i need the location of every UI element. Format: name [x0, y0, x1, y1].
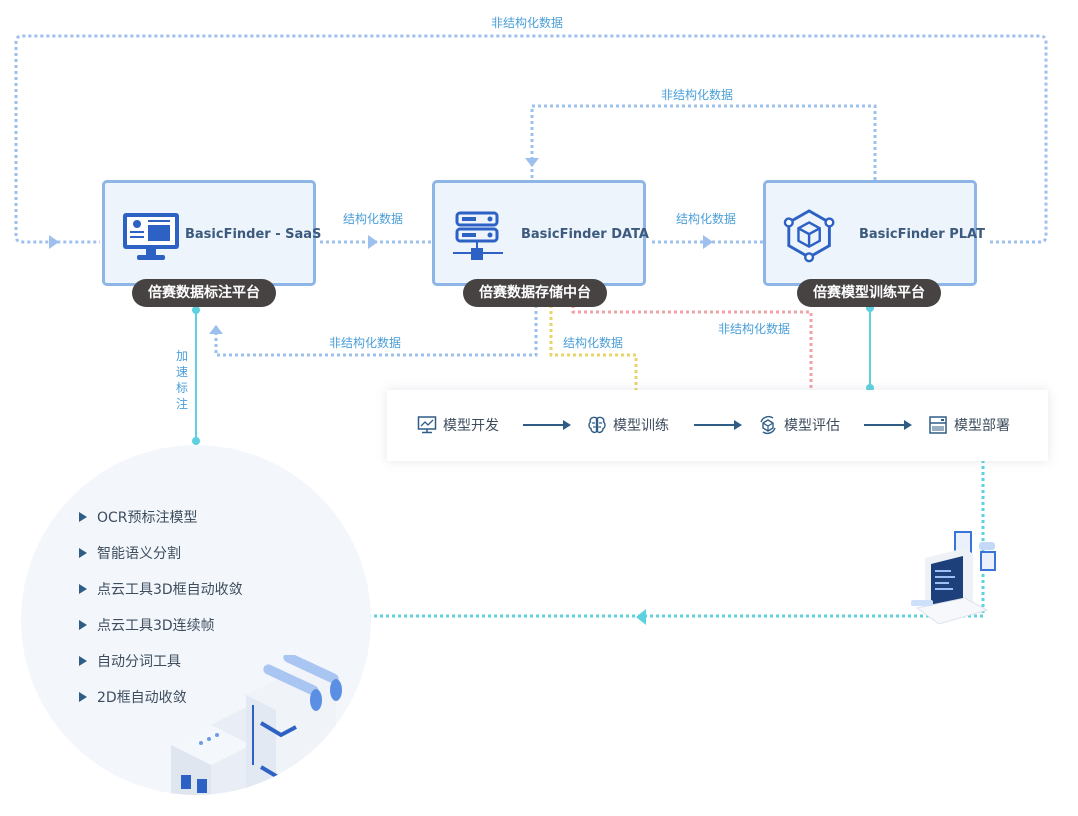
flow-label-data-to-evaluation: 非结构化数据 [718, 322, 791, 336]
inner-loop-arrowhead [525, 158, 539, 167]
pipeline-step-label: 模型开发 [443, 418, 499, 434]
bullet-triangle-icon [79, 584, 87, 594]
flow-label-top-inner: 非结构化数据 [661, 88, 734, 102]
platform-subtitle-data: 倍赛数据存储中台 [463, 279, 607, 307]
platform-name: BasicFinder PLAT [859, 227, 985, 242]
feature-label: 点云工具3D框自动收敛 [97, 582, 243, 598]
bullet-triangle-icon [79, 620, 87, 630]
saas-to-data-arrowhead [368, 235, 378, 249]
bullet-triangle-icon [79, 548, 87, 558]
bullet-triangle-icon [79, 656, 87, 666]
flow-label-data-to-saas: 非结构化数据 [329, 336, 402, 350]
pipeline-arrow [523, 420, 571, 430]
bullet-triangle-icon [79, 692, 87, 702]
feature-item: 2D框自动收敛 [79, 687, 187, 707]
model-pipeline: 模型开发 模型训练 模型评估 模型部署 [387, 390, 1048, 461]
cube-cycle-icon [760, 415, 776, 435]
data-to-saas-arrowhead [209, 325, 223, 334]
platform-subtitle-saas: 倍赛数据标注平台 [132, 279, 276, 307]
feature-item: 点云工具3D连续帧 [79, 615, 215, 635]
pipeline-step-deployment[interactable]: 模型部署 [928, 415, 1010, 435]
isometric-server-illustration [171, 655, 342, 795]
monitor-chart-icon [417, 416, 437, 434]
feature-label: 点云工具3D连续帧 [97, 618, 215, 634]
feature-label: 自动分词工具 [97, 654, 181, 670]
outer-unstructured-loop [14, 34, 1048, 244]
platform-box-data[interactable]: BasicFinder DATA [432, 180, 649, 286]
flow-label-top-outer: 非结构化数据 [491, 16, 564, 30]
platform-name: BasicFinder - SaaS [185, 227, 322, 242]
accelerate-dot-top [192, 306, 200, 314]
pipeline-step-label: 模型训练 [613, 418, 669, 434]
data-to-evaluation-line [571, 305, 813, 402]
deploy-return-line [370, 454, 985, 618]
data-to-training-line [549, 305, 638, 402]
data-to-plat-arrowhead [703, 235, 713, 249]
brain-icon [588, 416, 606, 434]
pipeline-step-training[interactable]: 模型训练 [587, 415, 669, 435]
deploy-return-arrowhead [636, 609, 646, 625]
monitor-dashboard-icon [123, 213, 179, 260]
feature-label: 2D框自动收敛 [97, 690, 187, 706]
flow-label-data-to-training: 结构化数据 [563, 336, 624, 350]
feature-item: 自动分词工具 [79, 651, 181, 671]
pipeline-step-development[interactable]: 模型开发 [417, 415, 499, 435]
flow-label-data-to-plat: 结构化数据 [676, 212, 737, 226]
feature-circle: OCR预标注模型 智能语义分割 点云工具3D框自动收敛 点云工具3D连续帧 自动… [21, 445, 371, 795]
pipeline-step-label: 模型评估 [784, 418, 840, 434]
hexagon-cube-icon [783, 209, 835, 263]
flow-label-accelerate: 加速标注 [175, 349, 188, 411]
inner-unstructured-loop [530, 104, 877, 180]
feature-item: OCR预标注模型 [79, 507, 198, 527]
pipeline-arrow [694, 420, 742, 430]
flow-label-saas-to-data: 结构化数据 [343, 212, 404, 226]
feature-label: 智能语义分割 [97, 546, 181, 562]
server-network-icon [453, 211, 503, 260]
computer-terminal-illustration [911, 531, 996, 625]
platform-name: BasicFinder DATA [521, 227, 649, 242]
feature-item: 点云工具3D框自动收敛 [79, 579, 243, 599]
platform-box-plat[interactable]: BasicFinder PLAT [763, 180, 985, 286]
pipeline-step-evaluation[interactable]: 模型评估 [758, 415, 840, 435]
pipeline-step-label: 模型部署 [954, 418, 1010, 434]
outer-loop-arrowhead [49, 235, 59, 249]
data-to-saas-line [214, 305, 538, 357]
pipeline-arrow [864, 420, 912, 430]
bullet-triangle-icon [79, 512, 87, 522]
feature-label: OCR预标注模型 [97, 510, 198, 526]
server-rack-icon [929, 416, 947, 434]
platform-subtitle-plat: 倍赛模型训练平台 [797, 279, 941, 307]
platform-box-saas[interactable]: BasicFinder - SaaS [102, 180, 321, 286]
feature-item: 智能语义分割 [79, 543, 181, 563]
accelerate-dot-bottom [192, 437, 200, 445]
